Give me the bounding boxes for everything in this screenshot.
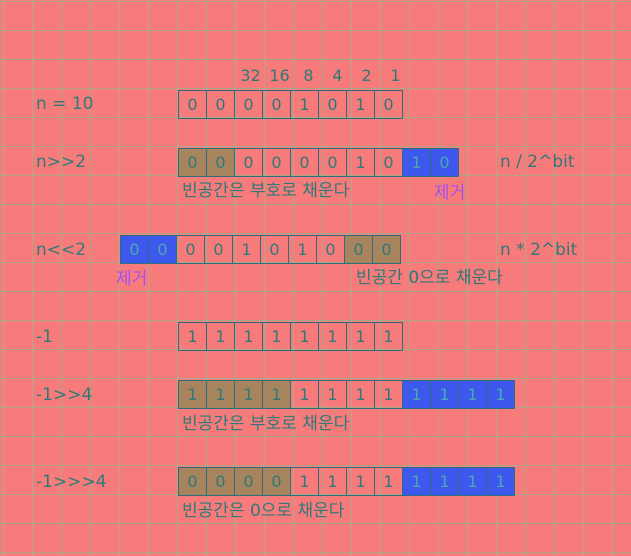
bit-cell-removed: 1 <box>486 380 515 409</box>
bit-cell: 1 <box>374 380 403 409</box>
minus1-ushr4-fill-note: 빈공간은 0으로 채운다 <box>182 501 345 521</box>
row-label-minus1-ushr4: -1>>>4 <box>36 472 107 492</box>
bit-row-shl: 0 0 0 0 1 0 1 0 0 0 <box>120 235 401 264</box>
bit-cell: 0 <box>176 235 205 264</box>
bit-cell-filled: 0 <box>178 467 207 496</box>
weight-32: 32 <box>240 66 261 85</box>
bit-cell-filled: 1 <box>262 380 291 409</box>
bit-cell: 0 <box>260 235 289 264</box>
bit-cell-filled: 0 <box>206 467 235 496</box>
bit-row-minus1-ushr4: 0 0 0 0 1 1 1 1 1 1 1 1 <box>178 467 515 496</box>
bit-row-minus1-shr4: 1 1 1 1 1 1 1 1 1 1 1 1 <box>178 380 515 409</box>
bit-cell: 0 <box>290 148 319 177</box>
row-label-minus1-shr4: -1>>4 <box>36 385 93 405</box>
bit-cell-removed: 1 <box>430 380 459 409</box>
shl-formula: n * 2^bit <box>500 240 578 260</box>
bit-cell: 1 <box>346 148 375 177</box>
shr-formula: n / 2^bit <box>500 152 575 172</box>
bit-cell: 0 <box>262 90 291 119</box>
bit-cell: 1 <box>346 90 375 119</box>
bit-cell: 1 <box>346 322 375 351</box>
bit-cell: 0 <box>206 90 235 119</box>
bit-cell: 1 <box>290 322 319 351</box>
bit-cell: 1 <box>206 322 235 351</box>
bit-cell-filled: 1 <box>234 380 263 409</box>
shr-removed-note: 제거 <box>434 183 466 203</box>
bit-cell: 1 <box>178 322 207 351</box>
weight-2: 2 <box>361 66 372 85</box>
row-label-shr: n>>2 <box>36 152 87 172</box>
shl-fill-note: 빈공간 0으로 채운다 <box>356 268 503 288</box>
bit-cell: 0 <box>262 148 291 177</box>
bit-cell: 0 <box>316 235 345 264</box>
bit-cell: 1 <box>234 322 263 351</box>
bit-cell-removed: 1 <box>486 467 515 496</box>
bit-cell: 1 <box>346 467 375 496</box>
bit-cell: 1 <box>288 235 317 264</box>
weight-8: 8 <box>303 66 314 85</box>
bit-cell: 0 <box>234 148 263 177</box>
weight-1: 1 <box>390 66 401 85</box>
bit-cell: 1 <box>374 322 403 351</box>
bit-cell: 1 <box>262 322 291 351</box>
bit-cell: 1 <box>290 467 319 496</box>
weight-16: 16 <box>269 66 290 85</box>
bit-row-n10: 0 0 0 0 1 0 1 0 <box>178 90 403 119</box>
bit-cell: 1 <box>318 380 347 409</box>
bit-cell-filled: 0 <box>344 235 373 264</box>
row-label-minus1: -1 <box>36 327 53 347</box>
bit-cell: 0 <box>318 148 347 177</box>
shl-removed-note: 제거 <box>116 269 148 289</box>
bit-row-shr: 0 0 0 0 0 0 1 0 1 0 <box>178 148 459 177</box>
bit-cell: 0 <box>204 235 233 264</box>
bit-cell-filled: 1 <box>206 380 235 409</box>
bit-cell-filled: 0 <box>262 467 291 496</box>
bit-cell: 0 <box>374 90 403 119</box>
bit-cell-filled: 0 <box>234 467 263 496</box>
bit-cell: 1 <box>290 90 319 119</box>
bit-cell: 1 <box>318 322 347 351</box>
bit-cell-removed: 1 <box>430 467 459 496</box>
bit-cell: 1 <box>290 380 319 409</box>
bit-cell-removed: 0 <box>430 148 459 177</box>
bit-cell-filled: 1 <box>178 380 207 409</box>
bit-cell-removed: 1 <box>402 148 431 177</box>
row-label-n10: n = 10 <box>36 94 94 114</box>
bit-cell-removed: 0 <box>148 235 177 264</box>
bit-cell: 1 <box>232 235 261 264</box>
bit-cell: 0 <box>234 90 263 119</box>
bit-row-minus1: 1 1 1 1 1 1 1 1 <box>178 322 403 351</box>
bit-cell-filled: 0 <box>372 235 401 264</box>
bit-cell-removed: 1 <box>402 467 431 496</box>
bit-cell-removed: 1 <box>402 380 431 409</box>
bit-cell: 1 <box>346 380 375 409</box>
weight-4: 4 <box>332 66 343 85</box>
bit-cell-filled: 0 <box>206 148 235 177</box>
bit-cell-filled: 0 <box>178 148 207 177</box>
shr-fill-note: 빈공간은 부호로 채운다 <box>182 181 350 201</box>
row-label-shl: n<<2 <box>36 240 87 260</box>
bit-cell: 1 <box>318 467 347 496</box>
bit-cell-removed: 1 <box>458 380 487 409</box>
bit-cell: 0 <box>178 90 207 119</box>
minus1-shr4-fill-note: 빈공간은 부호로 채운다 <box>182 414 350 434</box>
bit-cell: 0 <box>374 148 403 177</box>
bit-cell-removed: 1 <box>458 467 487 496</box>
bit-cell-removed: 0 <box>120 235 149 264</box>
bit-cell: 0 <box>318 90 347 119</box>
bit-cell: 1 <box>374 467 403 496</box>
